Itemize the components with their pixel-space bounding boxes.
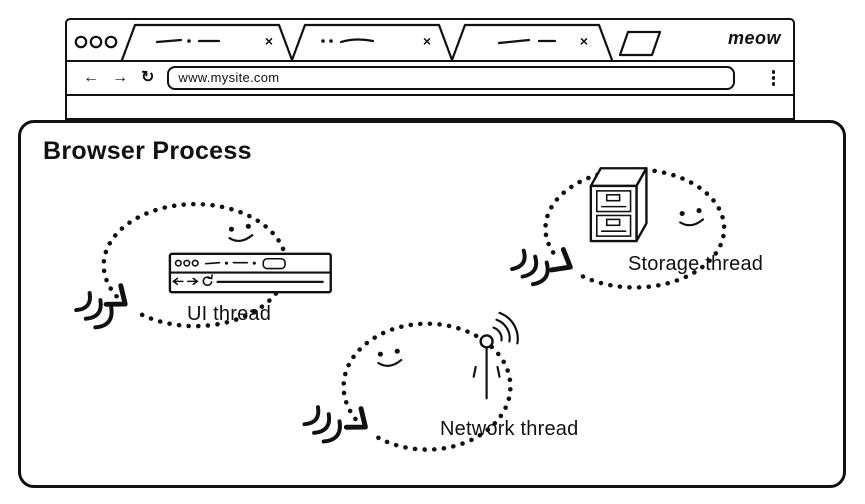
window-control-dot[interactable]: [104, 35, 118, 49]
smiley-face-icon: [377, 348, 403, 367]
storage-thread-label: Storage thread: [628, 253, 764, 275]
address-bar[interactable]: www.mysite.com: [167, 66, 735, 90]
window-control-dot[interactable]: [74, 35, 88, 49]
back-icon[interactable]: ←: [83, 69, 99, 86]
kebab-menu-icon[interactable]: [770, 68, 778, 88]
tab-strip: × × ×: [67, 20, 793, 62]
storage-thread-group: [510, 167, 727, 290]
ui-thread-label: UI thread: [187, 303, 272, 325]
ui-flow-arrowhead: [103, 283, 128, 307]
tab-1[interactable]: ×: [120, 23, 294, 60]
network-flow-chevrons: [302, 405, 342, 444]
reload-icon[interactable]: ↻: [141, 69, 155, 86]
tab-title-scribble: [339, 38, 375, 44]
tab-title-scribble: [497, 38, 531, 45]
network-thread-group: [302, 311, 519, 452]
smiley-face-icon: [228, 223, 254, 242]
file-cabinet-icon: [589, 167, 648, 243]
network-thread-loop: [341, 321, 513, 452]
mini-browser-icon: [168, 252, 332, 294]
tab-close-icon[interactable]: ×: [265, 33, 273, 49]
tab-title-scribble: [187, 39, 191, 43]
browser-toolbar: ← → ↻ www.mysite.com: [67, 62, 793, 96]
process-title: Browser Process: [43, 137, 252, 165]
storage-flow-arrowhead: [548, 247, 573, 273]
tab-close-icon[interactable]: ×: [423, 33, 431, 49]
tab-strip-drawing: × × ×: [74, 23, 662, 60]
storage-thread-loop: [543, 167, 727, 290]
antenna-icon: [472, 311, 519, 400]
browser-window-mockup: × × ×: [65, 18, 795, 120]
new-tab-button[interactable]: [618, 30, 662, 57]
browser-process-box: Browser Process UI thread Storage thread…: [18, 120, 846, 488]
storage-flow-chevrons: [510, 248, 550, 287]
tab-title-scribble: [321, 39, 325, 43]
forward-icon[interactable]: →: [112, 69, 128, 86]
network-flow-arrowhead: [343, 406, 368, 430]
network-thread-label: Network thread: [440, 418, 579, 440]
tab-2[interactable]: ×: [290, 23, 454, 60]
ui-flow-chevrons: [74, 291, 114, 330]
window-control-dot[interactable]: [89, 35, 103, 49]
tab-title-scribble: [329, 39, 333, 43]
tab-3[interactable]: ×: [450, 23, 614, 60]
ui-thread-loop: [101, 201, 289, 329]
smiley-face-icon: [679, 207, 705, 227]
brand-text: meow: [727, 28, 781, 48]
tab-title-scribble: [155, 38, 183, 44]
diagram-canvas: [74, 167, 727, 452]
tab-close-icon[interactable]: ×: [580, 33, 588, 49]
ui-thread-group: [74, 201, 332, 330]
